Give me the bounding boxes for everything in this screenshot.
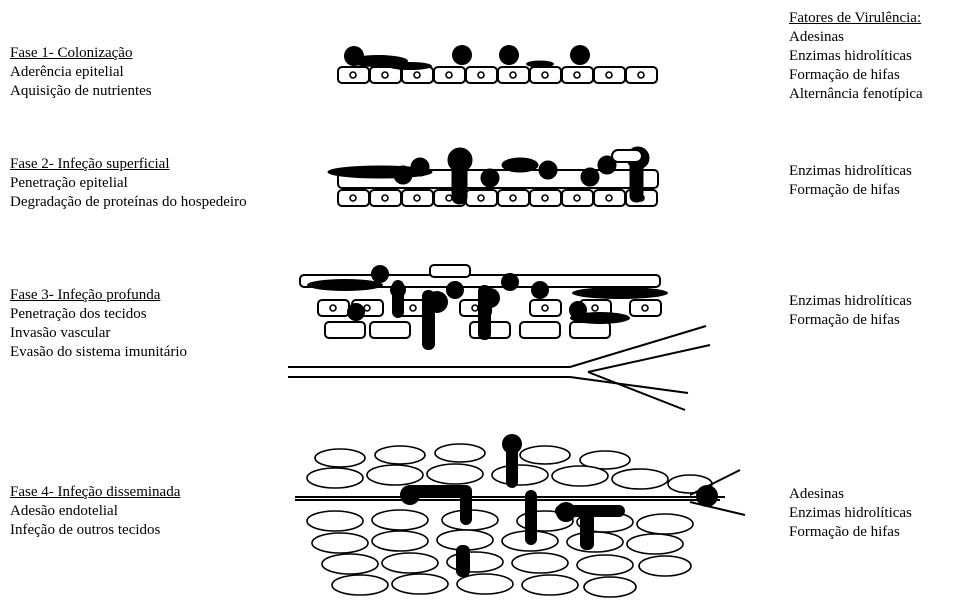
phase-1-illustration [338,45,657,83]
phase-3-illustration [288,265,710,410]
phase-2-illustration [328,147,658,206]
epithelial-cell-layer [338,67,657,83]
phase-4-illustration [295,434,745,597]
